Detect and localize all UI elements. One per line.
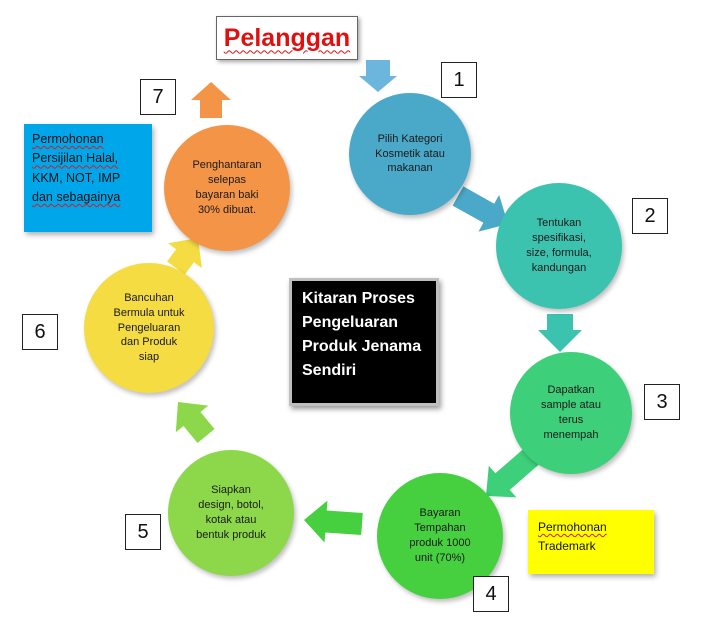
trademark-note: Permohonan Trademark	[528, 510, 654, 574]
arrow-step-6-to-7	[167, 238, 202, 275]
center-label-line-3: Produk Jenama	[302, 338, 422, 355]
arrows-layer	[167, 60, 582, 543]
blue-note-line-4: dan sebagainya	[32, 190, 121, 205]
step-7-number: 7	[140, 79, 176, 115]
arrow-step-5-to-6	[175, 402, 215, 443]
step-2-number: 2	[632, 198, 668, 234]
center-label-line-1: Kitaran Proses	[302, 290, 415, 307]
center-label-line-4: Sendiri	[302, 362, 357, 379]
yellow-note-line-1: Permohonan	[538, 520, 607, 534]
step-3-number: 3	[644, 384, 680, 420]
step-6-number: 6	[22, 314, 58, 350]
step-5-number: 5	[125, 514, 161, 550]
step-4-number: 4	[473, 576, 509, 612]
arrow-step-2-to-3	[538, 314, 582, 352]
arrow-step-1-to-2	[452, 186, 508, 232]
blue-note-line-3: KKM, NOT, IMP	[32, 170, 121, 185]
arrow-step-4-to-5	[304, 500, 363, 543]
step-1-number: 1	[441, 62, 477, 98]
arrow-title-to-step-1	[359, 60, 397, 92]
halal-certification-note: Permohonan Persijilan Halal, KKM, NOT, I…	[24, 124, 152, 232]
customer-title: Pelanggan	[223, 23, 351, 52]
yellow-note-line-2: Trademark	[538, 538, 596, 553]
customer-title-box: Pelanggan	[216, 16, 358, 60]
blue-note-line-2: Persijilan Halal,	[32, 151, 119, 166]
center-label-box: Kitaran Proses Pengeluaran Produk Jenama…	[289, 278, 439, 406]
blue-note-line-1: Permohonan	[32, 132, 104, 146]
arrow-step-3-to-4	[486, 447, 540, 498]
center-label-line-2: Pengeluaran	[302, 314, 399, 331]
arrow-step-7-to-title	[191, 82, 231, 118]
